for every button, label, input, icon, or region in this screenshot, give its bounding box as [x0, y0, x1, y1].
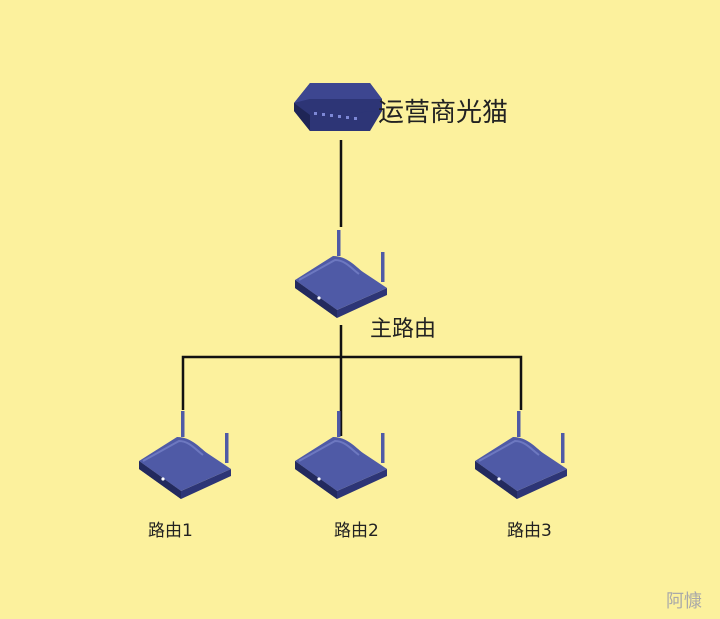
modem-label: 运营商光猫 [378, 98, 509, 128]
router1-icon [138, 410, 232, 500]
links [181, 140, 523, 436]
link-bus [181, 355, 523, 410]
router1-label: 路由1 [148, 521, 193, 541]
optical-modem-icon [294, 83, 382, 131]
watermark: 阿慷 [666, 591, 702, 612]
router2-label: 路由2 [334, 521, 379, 541]
router3-label: 路由3 [507, 521, 552, 541]
main-router-icon [294, 229, 388, 319]
router3-icon [474, 410, 568, 500]
main-router-label: 主路由 [370, 317, 437, 342]
